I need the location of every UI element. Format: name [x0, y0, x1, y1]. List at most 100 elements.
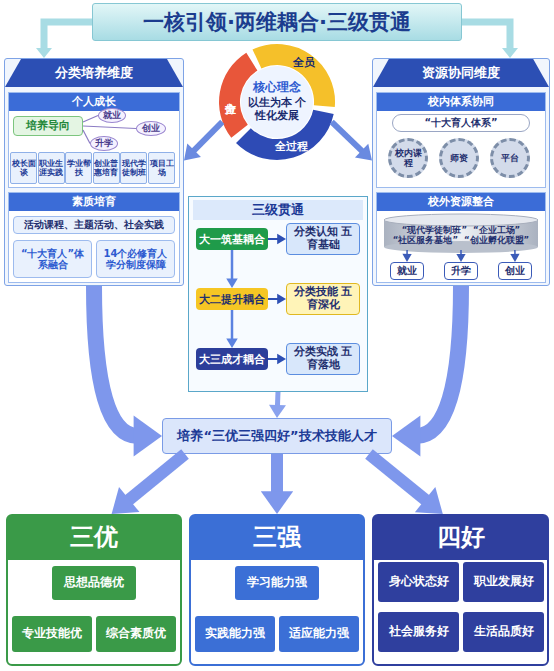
connector [402, 250, 411, 262]
node-text: 大一筑基耦合 [199, 233, 265, 245]
connector [332, 122, 372, 161]
node-text: 创业普惠培育 [94, 159, 119, 177]
cylinder-body [384, 220, 538, 247]
gear-node: 平台 [490, 138, 530, 178]
node-text: 创业 [505, 265, 525, 277]
node-text: 以生为本 个性化发展 [244, 97, 310, 122]
text-box: 培养“三优三强四好”技术技能人才 [162, 418, 392, 454]
connector-line [406, 250, 408, 255]
resource-cylinder: “现代学徒制班”“企业工场”“社区服务基地”“创业孵化联盟” [384, 222, 538, 250]
connector-line [460, 250, 462, 255]
connector [369, 454, 443, 514]
node-text: 分类认知 五育基础 [289, 226, 357, 251]
arrowhead [392, 415, 420, 456]
text-box: 生活品质好 [463, 612, 544, 652]
connector [268, 234, 286, 244]
banner-arrowhead [502, 48, 518, 58]
connector-line [332, 122, 363, 152]
arrowhead [415, 487, 443, 514]
text-box: 分类技能 五育深化 [286, 283, 360, 315]
text-box: 职业发展好 [463, 562, 544, 602]
text-box: 适应能力强 [279, 616, 359, 652]
branch-oval: 升学 [90, 136, 118, 151]
ring-segment: 全员 [291, 56, 317, 70]
branch-oval: 创业 [136, 121, 166, 136]
node-text: 社会服务好 [389, 625, 449, 639]
text-box: 培养导向 [13, 116, 83, 136]
measure-box: 学业帮扶 [65, 152, 92, 184]
measure-box: 校长面谈 [10, 152, 37, 184]
cylinder-base [384, 241, 538, 253]
title-banner: 一核引领·两维耦合·三级贯通 [92, 3, 462, 41]
outcome-panel: 三优思想品德优专业技能优综合素质优 [6, 514, 182, 666]
arrowhead [510, 254, 519, 262]
connector [226, 250, 238, 288]
ring-segment: 全过程 [273, 140, 309, 154]
section-box: 校内体系协同 “十大育人体系” 校内课程 师资 平台 [376, 92, 546, 188]
connector-line [83, 116, 98, 123]
stage-panel: 三级贯通大一筑基耦合 分类认知 五育基础大二提升耦合 分类技能 五育深化大三成才耦合… [188, 196, 368, 392]
header-text: 三级贯通 [193, 200, 363, 220]
cylinder-top [384, 214, 538, 226]
text-box: 综合素质优 [96, 616, 176, 652]
node-text: 校内课程 [391, 148, 425, 169]
text-box: 身心状态好 [378, 562, 459, 602]
node-text: 全员 [293, 57, 315, 70]
node-text: 校长面谈 [11, 159, 36, 177]
arrowhead [277, 354, 286, 364]
arrowhead [261, 491, 293, 514]
connector-line [416, 286, 461, 436]
outcome-panel: 三强学习能力强实践能力强适应能力强 [189, 514, 365, 666]
node-text: 升学 [451, 265, 471, 277]
node-text: “十大育人体系” [424, 117, 497, 129]
arrowhead [355, 144, 372, 161]
gear-node: 校内课程 [388, 138, 428, 178]
node-text: 大三成才耦合 [199, 353, 265, 365]
branch-oval: 就业 [98, 108, 126, 123]
node-text: 分类实战 五育落地 [289, 346, 357, 371]
text-box: 升学 [444, 262, 478, 280]
node-text: 身心状态好 [389, 575, 449, 589]
connector [268, 294, 286, 304]
connector [83, 126, 136, 129]
gear-node: 师资 [439, 138, 479, 178]
text-box: 分类实战 五育落地 [286, 343, 360, 375]
connector [261, 454, 293, 514]
connector-line [231, 250, 234, 280]
node-text: “现代学徒制班” [402, 226, 467, 236]
node-text: 师资 [450, 153, 468, 163]
ring-segment: 全方位 [223, 76, 237, 112]
node-text: 活动课程、主题活动、社会实践 [24, 219, 164, 231]
measure-box: 项目工场 [148, 152, 175, 184]
header-text: 校内体系协同 [377, 93, 545, 111]
section-box: 素质培育活动课程、主题活动、社会实践“十大育人”体系融合14个必修育人学分制度保… [8, 192, 180, 283]
banner-arrowhead [36, 48, 52, 58]
header-text: 分类培养维度 [5, 59, 183, 87]
arrowhead [277, 234, 286, 244]
node-text: 职业生涯实践 [39, 159, 64, 177]
text-box: 大一筑基耦合 [196, 228, 268, 250]
node-text: 生活品质好 [474, 625, 534, 639]
dimension-panel: 分类培养维度个人成长培养导向就业升学创业校长面谈职业生涯实践学业帮扶创业普惠培育… [4, 58, 184, 286]
node-text: 学习能力强 [247, 576, 307, 590]
arrowhead [269, 405, 286, 418]
connector-line [268, 238, 279, 240]
text-box: 专业技能优 [12, 616, 92, 652]
connector-line [127, 454, 185, 502]
connector [226, 310, 238, 348]
node-text: 全过程 [275, 141, 308, 154]
measure-box: 创业普惠培育 [93, 152, 120, 184]
text-box: 就业 [390, 262, 424, 280]
node-text: 创业 [142, 123, 160, 133]
node-text: “社区服务基地” [393, 236, 458, 246]
banner-arm [459, 22, 510, 49]
text-box: 学习能力强 [235, 566, 319, 600]
diagram-title: 一核引领·两维耦合·三级贯通 [143, 8, 411, 36]
ring-arc [236, 110, 334, 160]
node-text: 大二提升耦合 [199, 293, 265, 305]
text-box: 活动课程、主题活动、社会实践 [13, 216, 175, 234]
node-text: 就业 [397, 265, 417, 277]
core-inner-disc [241, 66, 313, 138]
node-text: 培养“三优三强四好”技术技能人才 [177, 429, 376, 444]
